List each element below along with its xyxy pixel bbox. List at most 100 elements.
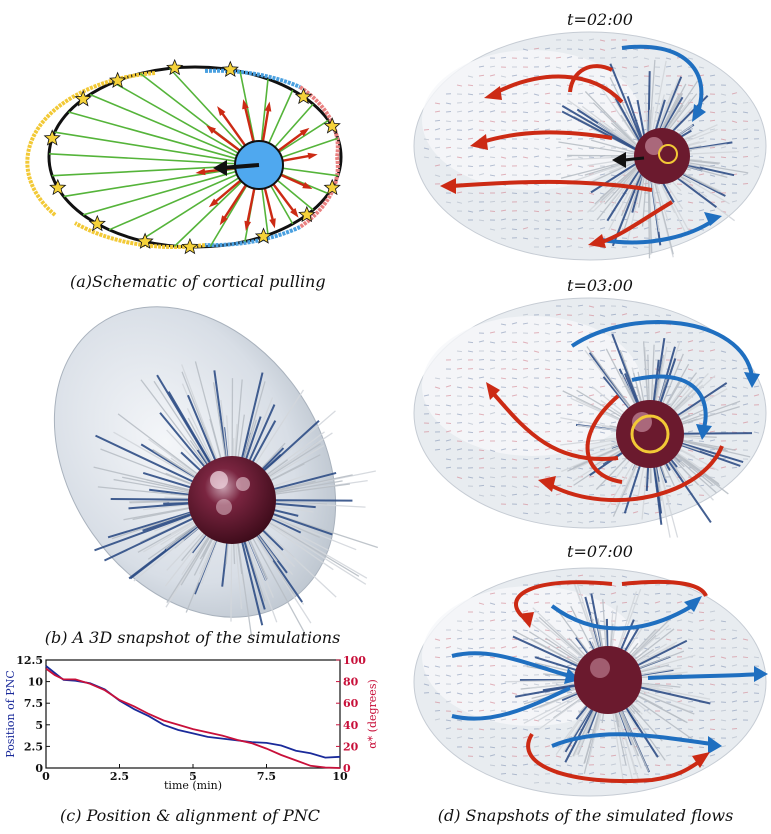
flow-vector	[610, 466, 617, 469]
flow-vector	[489, 602, 496, 605]
flow-vector	[511, 692, 518, 695]
flow-vector	[632, 56, 639, 59]
star-icon	[298, 205, 316, 223]
pnc-sphere	[574, 646, 642, 714]
flow-vector	[434, 665, 441, 668]
flow-vector	[720, 138, 727, 141]
flow-vector	[742, 111, 749, 114]
flow-vector	[478, 664, 485, 667]
flow-vector	[698, 692, 705, 695]
flow-vector	[489, 664, 496, 667]
flow-vector	[544, 754, 551, 757]
flow-vector	[588, 192, 595, 195]
flow-vector	[478, 673, 485, 676]
flow-vector	[434, 682, 441, 685]
flow-vector	[522, 147, 529, 150]
flow-vector	[577, 359, 584, 362]
flow-vector	[577, 421, 584, 424]
flow-vector	[522, 156, 529, 159]
flow-vector	[445, 128, 452, 131]
flow-vector	[632, 511, 639, 514]
flow-vector	[709, 430, 716, 433]
flow-vector	[577, 404, 584, 407]
flow-vector	[423, 138, 430, 141]
y-left-tick-label: 5	[35, 719, 43, 732]
flow-vector	[434, 156, 441, 159]
flow-vector	[511, 764, 518, 767]
flow-vector	[654, 331, 661, 334]
flow-vector	[445, 737, 452, 740]
flow-vector	[698, 209, 705, 212]
flow-vector	[489, 129, 496, 132]
flow-vector	[489, 404, 496, 407]
flow-vector	[610, 745, 617, 748]
flow-vector	[533, 83, 540, 86]
flow-vector	[731, 466, 738, 469]
flow-vector	[544, 422, 551, 425]
flow-vector	[687, 128, 694, 131]
flow-vector	[434, 701, 441, 704]
flow-vector	[632, 83, 639, 86]
series-line-right	[45, 667, 341, 769]
flow-vector	[445, 637, 452, 640]
flow-vector	[522, 700, 529, 703]
flow-vector	[566, 237, 573, 240]
flow-vector	[753, 385, 760, 388]
flow-vector	[709, 683, 716, 686]
arrowhead-icon	[208, 198, 219, 208]
flow-vector	[643, 57, 650, 60]
flow-vector	[687, 665, 694, 668]
flow-vector	[500, 358, 507, 361]
flow-vector	[544, 137, 551, 140]
flow-vector	[478, 439, 485, 442]
flow-vector	[720, 93, 727, 96]
flow-vector	[566, 413, 573, 416]
flow-vector	[456, 637, 463, 640]
flow-vector	[467, 377, 474, 380]
flow-vector	[434, 638, 441, 641]
flow-vector	[489, 637, 496, 640]
flow-vector	[511, 682, 518, 685]
flow-vector	[522, 610, 529, 613]
flow-vector	[687, 593, 694, 596]
flow-vector	[467, 200, 474, 203]
flow-vector	[632, 48, 639, 51]
flow-vector	[544, 128, 551, 131]
flow-arrow-icon	[484, 86, 502, 100]
flow-vector	[500, 682, 507, 685]
flow-vector	[478, 155, 485, 158]
flow-vector	[654, 610, 661, 613]
flow-vector	[445, 700, 452, 703]
flow-vector	[610, 475, 617, 478]
microtubule-line	[108, 164, 260, 231]
flow-vector	[467, 682, 474, 685]
flow-vector	[698, 440, 705, 443]
flow-vector	[588, 305, 595, 308]
flow-vector	[720, 183, 727, 186]
flow-vector	[500, 340, 507, 343]
flow-vector	[555, 56, 562, 59]
flow-vector	[434, 128, 441, 131]
flow-vector	[500, 191, 507, 194]
flow-vector	[676, 227, 683, 230]
flow-arrow-icon	[704, 212, 722, 226]
flow-vector	[467, 110, 474, 113]
flow-vector	[665, 638, 672, 641]
flow-vector	[720, 745, 727, 748]
flow-vector	[434, 404, 441, 407]
flow-vector	[423, 683, 430, 686]
flow-vector	[731, 156, 738, 159]
flow-vector	[555, 146, 562, 149]
flow-vector	[500, 102, 507, 105]
flow-vector	[566, 65, 573, 68]
flow-vector	[731, 691, 738, 694]
flow-vector	[588, 520, 595, 523]
flow-vector	[566, 691, 573, 694]
flow-vector	[676, 192, 683, 195]
flow-vector	[522, 75, 529, 78]
flow-vector	[533, 719, 540, 722]
flow-vector	[621, 593, 628, 596]
flow-vector	[709, 610, 716, 613]
flow-vector	[511, 228, 518, 231]
flow-vector	[434, 656, 441, 659]
